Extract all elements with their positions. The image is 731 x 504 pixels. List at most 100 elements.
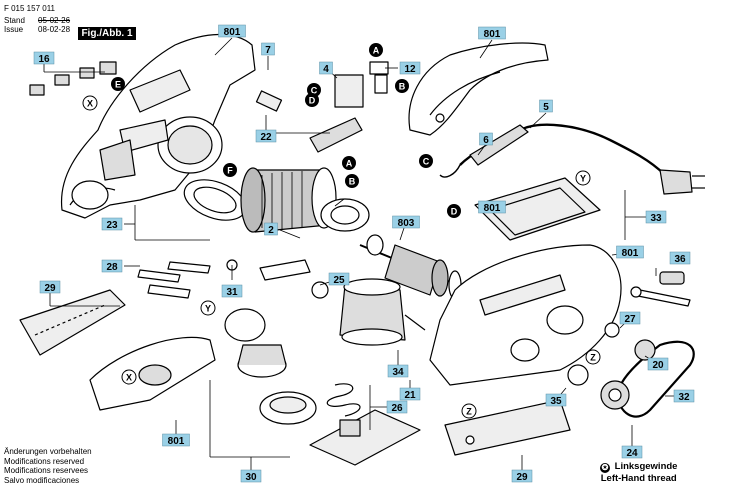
callout-23: 23	[101, 217, 123, 231]
callout-label: 33	[650, 213, 662, 224]
callout-12: 12	[399, 61, 421, 75]
armature	[359, 234, 471, 300]
part-number: F 015 157 011	[4, 4, 56, 13]
strip-c	[147, 284, 191, 299]
connector-marker-c: C	[419, 154, 433, 168]
issue-label: Issue	[4, 25, 24, 34]
left-hand-thread-icon: ✪	[600, 463, 610, 473]
svg-text:Z: Z	[466, 407, 472, 417]
callout-label: 28	[106, 262, 118, 273]
connector-marker-b: B	[345, 174, 359, 188]
callout-801: 801	[616, 245, 644, 259]
air-guide	[183, 179, 247, 221]
svg-text:A: A	[373, 46, 380, 56]
callout-label: 801	[484, 203, 501, 214]
connector-marker-a: A	[369, 43, 383, 57]
callout-34: 34	[387, 364, 409, 378]
callout-label: 801	[484, 29, 501, 40]
small-pulley	[634, 339, 656, 361]
callout-7: 7	[261, 42, 275, 56]
svg-text:B: B	[399, 82, 406, 92]
callout-29: 29	[39, 280, 61, 294]
callout-35: 35	[545, 393, 567, 407]
callout-6: 6	[479, 132, 493, 146]
callout-label: 20	[652, 360, 664, 371]
bearing-27	[604, 322, 620, 338]
callout-29: 29	[511, 469, 533, 483]
callout-label: 801	[622, 248, 639, 259]
callout-4: 4	[319, 61, 333, 75]
callout-33: 33	[645, 210, 667, 224]
switch-lever	[309, 117, 363, 153]
callout-label: 24	[626, 448, 638, 459]
callout-label: 4	[323, 64, 329, 75]
callout-26: 26	[386, 400, 408, 414]
depth-spring	[326, 383, 361, 417]
strip-a	[137, 269, 181, 283]
svg-text:X: X	[126, 373, 132, 383]
belt-guard	[444, 399, 571, 456]
callout-28: 28	[101, 259, 123, 273]
svg-text:D: D	[309, 96, 316, 106]
callout-801: 801	[478, 200, 506, 214]
callout-2: 2	[264, 222, 278, 236]
stand-date: 05-02-26	[38, 16, 71, 25]
svg-text:A: A	[346, 159, 353, 169]
reference-marker-y: Y	[200, 300, 216, 316]
front-shoe	[309, 409, 421, 466]
power-plug	[659, 169, 705, 195]
callout-32: 32	[673, 389, 695, 403]
reference-marker-z: Z	[585, 349, 601, 365]
callout-label: 12	[404, 64, 416, 75]
thread-legend-de: Linksgewinde	[614, 461, 678, 472]
bearing	[567, 364, 589, 386]
svg-text:D: D	[451, 207, 458, 217]
svg-text:X: X	[87, 99, 93, 109]
svg-text:C: C	[423, 157, 430, 167]
drive-belt	[616, 340, 695, 418]
note-fr: Modifications reservees	[4, 466, 89, 475]
thread-legend-en: Left-Hand thread	[600, 473, 677, 484]
reference-marker-x: X	[82, 95, 98, 111]
callout-21: 21	[399, 387, 421, 401]
left-hand-thread-legend: ✪ Linksgewinde Left-Hand thread	[600, 461, 677, 485]
note-es: Salvo modificaciones	[4, 475, 80, 485]
svg-text:B: B	[349, 177, 356, 187]
note-de: Änderungen vorbehalten	[4, 447, 92, 456]
callout-label: 32	[678, 392, 690, 403]
strip-b	[167, 261, 211, 274]
brush-holders	[29, 61, 117, 96]
callout-801: 801	[162, 433, 190, 447]
callout-label: 31	[226, 287, 238, 298]
callout-label: 16	[38, 54, 50, 65]
reference-marker-x: X	[121, 369, 137, 385]
connector-marker-f: F	[223, 163, 237, 177]
callout-label: 25	[333, 275, 345, 286]
bearing-plate	[320, 198, 370, 232]
svg-text:Y: Y	[205, 304, 211, 314]
cable-clip	[255, 90, 283, 112]
callout-label: 22	[260, 132, 272, 143]
notes-block: Änderungen vorbehalten Modifications res…	[4, 447, 92, 485]
callout-label: 803	[398, 218, 415, 229]
callout-16: 16	[33, 51, 55, 65]
callout-25: 25	[328, 272, 350, 286]
callout-803: 803	[392, 215, 420, 229]
callout-label: 26	[391, 403, 403, 414]
callout-label: 6	[483, 135, 489, 146]
wrench	[630, 271, 691, 307]
svg-text:F: F	[227, 166, 233, 176]
callout-22: 22	[255, 129, 277, 143]
cutter-drum	[339, 278, 426, 346]
callout-label: 30	[245, 472, 257, 483]
callout-label: 23	[106, 220, 118, 231]
callout-label: 27	[624, 314, 636, 325]
callout-801: 801	[218, 24, 246, 38]
note-en: Modifications reserved	[4, 456, 85, 466]
callout-24: 24	[621, 445, 643, 459]
svg-text:E: E	[115, 80, 121, 90]
callout-5: 5	[539, 99, 553, 113]
callout-label: 7	[265, 45, 271, 56]
callout-label: 29	[44, 283, 56, 294]
